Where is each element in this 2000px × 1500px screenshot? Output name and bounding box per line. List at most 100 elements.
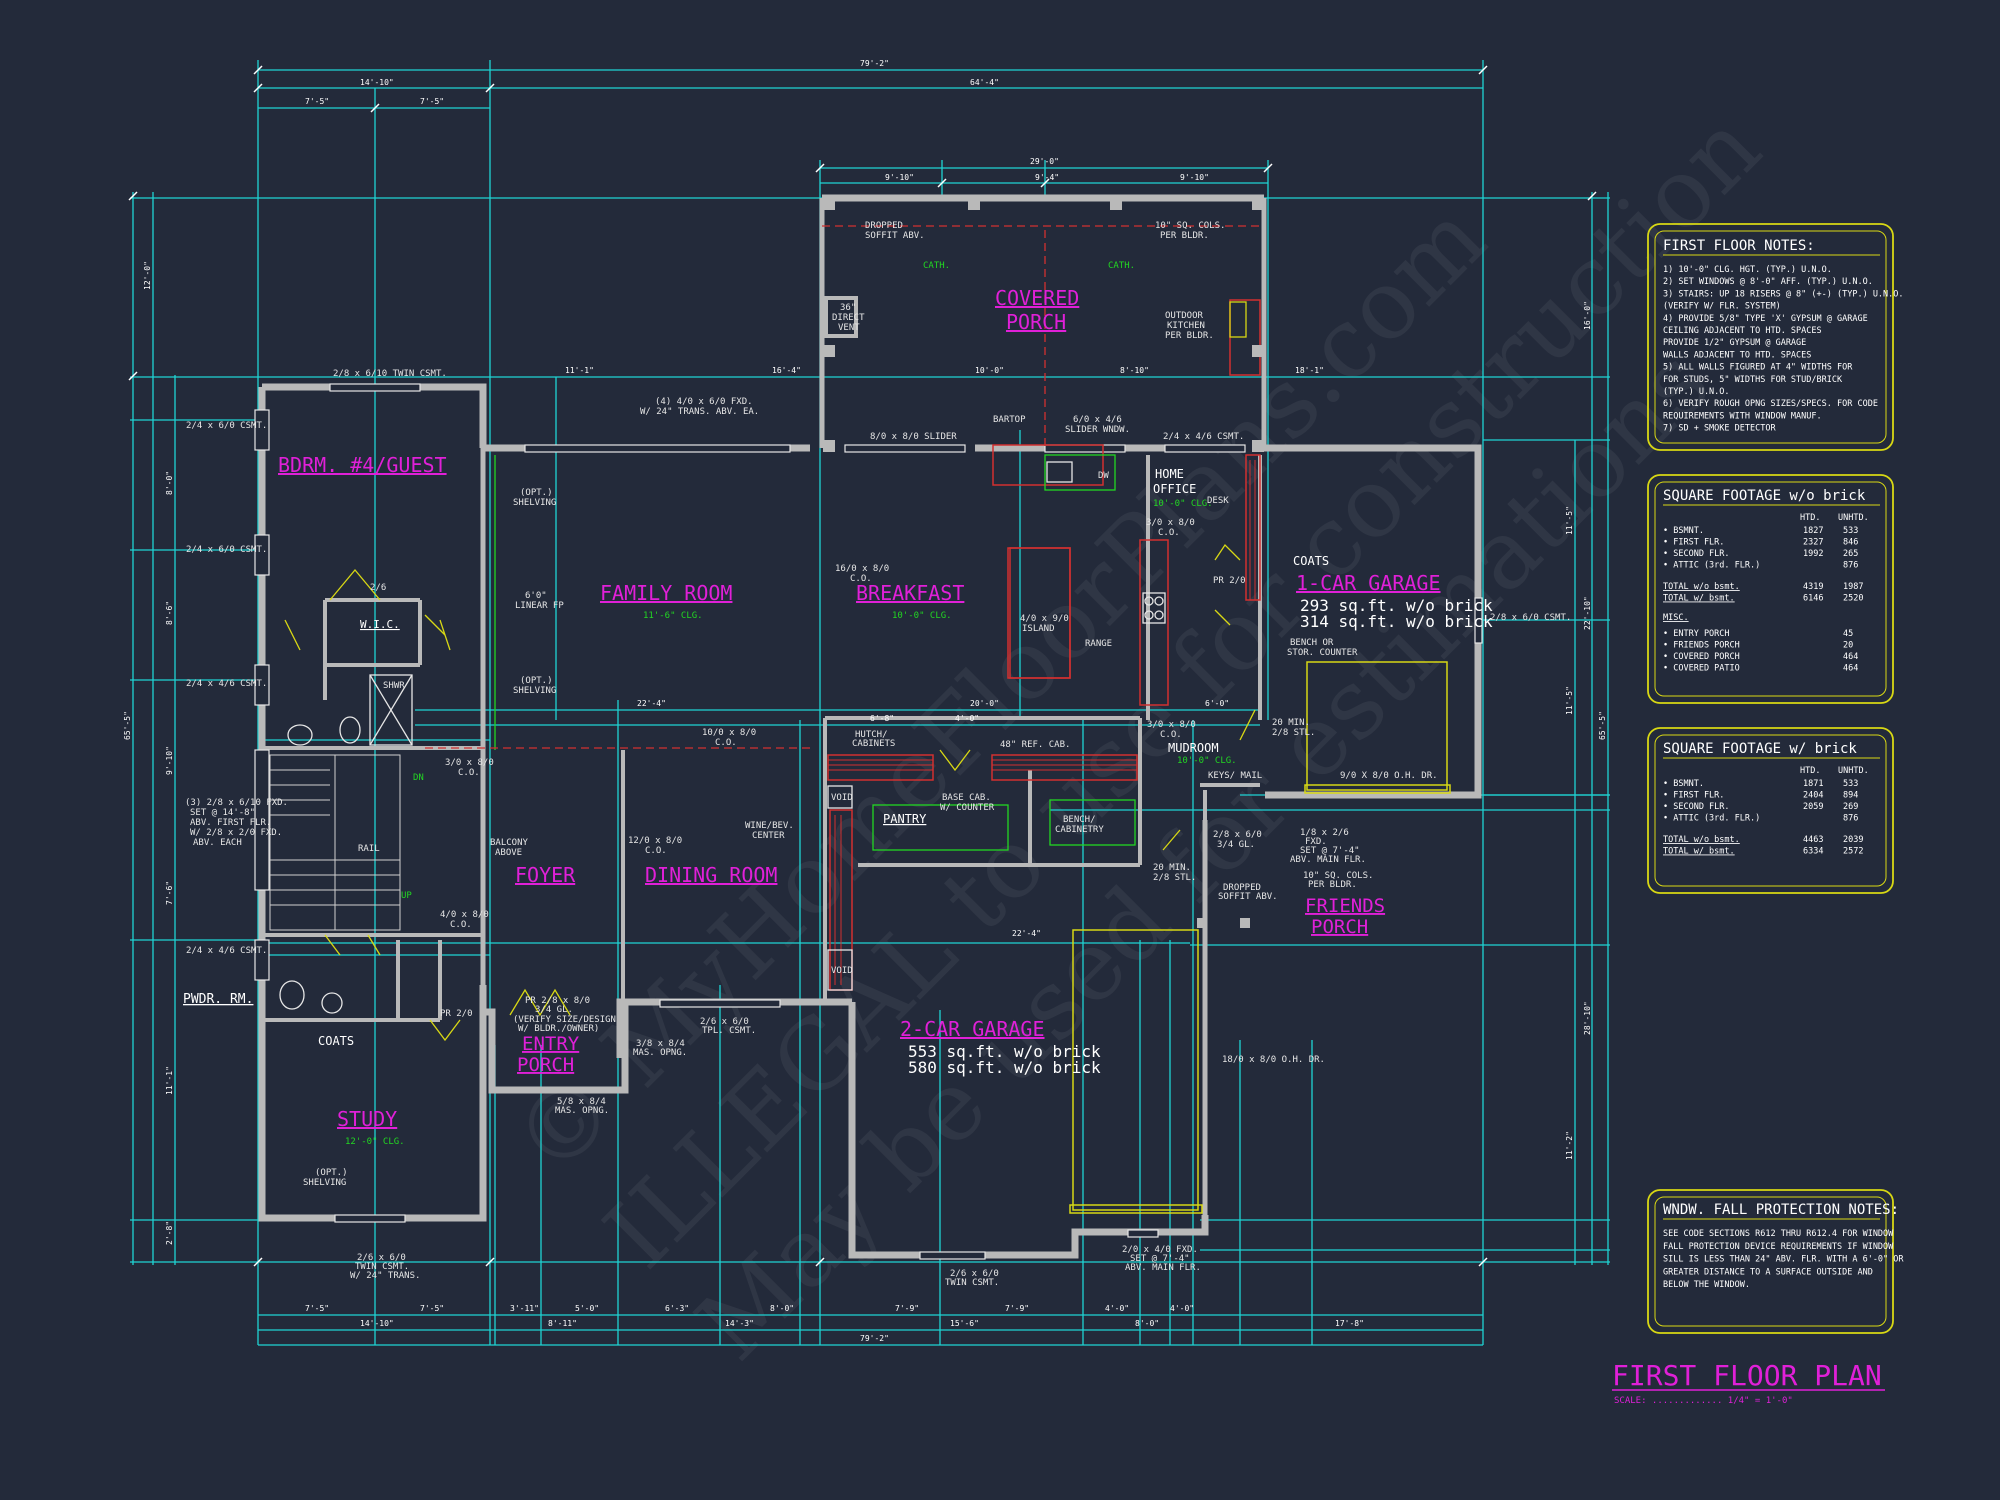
sqft-row-label: • SECOND FLR.: [1663, 802, 1730, 812]
door-swings: [284, 543, 1256, 1042]
svg-text:ABV. FIRST FLR.: ABV. FIRST FLR.: [190, 818, 271, 828]
room-dining: DINING ROOM: [645, 863, 777, 887]
svg-text:2'-8": 2'-8": [165, 1221, 174, 1245]
svg-text:DROPPED: DROPPED: [865, 221, 903, 231]
svg-text:2/8 STL.: 2/8 STL.: [1272, 728, 1315, 738]
svg-text:2/8 x 6/0 CSMT.: 2/8 x 6/0 CSMT.: [1490, 613, 1571, 623]
svg-text:(OPT.): (OPT.): [315, 1168, 348, 1178]
svg-text:HTD.: HTD.: [1800, 766, 1820, 776]
svg-text:PR 2/8 x 8/0: PR 2/8 x 8/0: [525, 996, 590, 1006]
note-line: PROVIDE 1/2" GYPSUM @ GARAGE: [1663, 338, 1806, 348]
note-line: CEILING ADJACENT TO HTD. SPACES: [1663, 326, 1822, 336]
sqft-row-label: • FIRST FLR.: [1663, 791, 1724, 801]
sqft-row-label: • ATTIC (3rd. FLR.): [1663, 561, 1760, 571]
svg-text:KITCHEN: KITCHEN: [1167, 321, 1205, 331]
svg-text:6/0 x 4/6: 6/0 x 4/6: [1073, 415, 1122, 425]
room-covered-porch-2: PORCH: [1006, 310, 1066, 334]
svg-text:(4) 4/0 x 6/0 FXD.: (4) 4/0 x 6/0 FXD.: [655, 397, 753, 407]
svg-text:2/6 x 6/0: 2/6 x 6/0: [950, 1269, 999, 1279]
svg-text:HOME: HOME: [1155, 467, 1184, 481]
svg-text:1/8 x 2/6: 1/8 x 2/6: [1300, 828, 1349, 838]
svg-text:SLIDER WNDW.: SLIDER WNDW.: [1065, 425, 1130, 435]
svg-text:PORCH: PORCH: [1311, 916, 1368, 938]
svg-text:BENCH/: BENCH/: [1063, 815, 1096, 825]
svg-text:293 sq.ft. w/o brick: 293 sq.ft. w/o brick: [1300, 596, 1493, 615]
svg-text:11'-5": 11'-5": [1565, 506, 1574, 535]
svg-text:20 MIN.: 20 MIN.: [1153, 863, 1191, 873]
svg-text:6'0": 6'0": [525, 591, 547, 601]
svg-text:DROPPED: DROPPED: [1223, 883, 1261, 893]
note-line: REQUIREMENTS WITH WINDOW MANUF.: [1663, 411, 1822, 421]
svg-text:3/0 x 8/0: 3/0 x 8/0: [1147, 720, 1196, 730]
svg-text:VENT: VENT: [838, 323, 860, 333]
svg-text:PANTRY: PANTRY: [883, 812, 927, 826]
sqft-total-htd: 6334: [1803, 847, 1823, 857]
svg-text:OUTDOOR: OUTDOOR: [1165, 311, 1204, 321]
sqft-total-unhtd: 2572: [1843, 847, 1863, 857]
svg-text:C.O.: C.O.: [645, 846, 667, 856]
svg-text:6'-0": 6'-0": [1205, 699, 1229, 708]
breakfast-clg: 10'-0" CLG.: [892, 611, 952, 621]
svg-text:DESK: DESK: [1207, 496, 1229, 506]
svg-text:8'-0": 8'-0": [1135, 1319, 1159, 1328]
svg-text:W.I.C.: W.I.C.: [360, 618, 400, 631]
svg-text:9'-10": 9'-10": [1180, 173, 1209, 182]
svg-text:16'-0": 16'-0": [1583, 301, 1592, 330]
svg-text:4'-0": 4'-0": [955, 714, 979, 723]
svg-text:15'-6": 15'-6": [950, 1319, 979, 1328]
void-box-a: [827, 785, 853, 809]
svg-text:FXD.: FXD.: [1305, 837, 1327, 847]
svg-text:28'-10": 28'-10": [1583, 1001, 1592, 1035]
sqft-row-unhtd: 265: [1843, 549, 1858, 559]
svg-text:6'-8": 6'-8": [870, 714, 894, 723]
svg-text:8/0 x 8/0 SLIDER: 8/0 x 8/0 SLIDER: [870, 432, 957, 442]
svg-text:16'-4": 16'-4": [772, 366, 801, 375]
svg-text:580 sq.ft. w/o brick: 580 sq.ft. w/o brick: [908, 1058, 1101, 1077]
room-bdrm4: BDRM. #4/GUEST: [278, 453, 447, 477]
room-study: STUDY: [337, 1107, 397, 1131]
svg-text:HUTCH/: HUTCH/: [855, 730, 888, 740]
svg-text:3/8 x 8/4: 3/8 x 8/4: [636, 1039, 685, 1049]
svg-text:LINEAR FP: LINEAR FP: [515, 601, 564, 611]
svg-text:BALCONY: BALCONY: [490, 838, 529, 848]
svg-text:4/0 x 8/0: 4/0 x 8/0: [440, 910, 489, 920]
cabinet-hatching: [828, 460, 1256, 985]
svg-text:9'-4": 9'-4": [1035, 173, 1059, 182]
svg-text:DIRECT: DIRECT: [832, 313, 865, 323]
sqft-row-label: • BSMNT.: [1663, 779, 1704, 789]
svg-text:W/ BLDR./OWNER): W/ BLDR./OWNER): [518, 1024, 599, 1034]
svg-text:C.O.: C.O.: [1158, 528, 1180, 538]
svg-text:11'-2": 11'-2": [1565, 1131, 1574, 1160]
svg-text:C.O.: C.O.: [850, 574, 872, 584]
svg-text:DN: DN: [413, 773, 424, 783]
svg-text:7'-5": 7'-5": [420, 1304, 444, 1313]
sqft-misc-title: MISC.: [1663, 613, 1689, 623]
watermark: © MyHomeFloorPlans.com ILLEGAL to use fo…: [492, 91, 1782, 1381]
svg-text:COATS: COATS: [318, 1034, 354, 1048]
svg-text:2/6 x 6/0: 2/6 x 6/0: [700, 1017, 749, 1027]
svg-text:OFFICE: OFFICE: [1153, 482, 1196, 496]
sqft-total-label: TOTAL w/ bsmt.: [1663, 847, 1735, 857]
svg-text:KEYS/ MAIL: KEYS/ MAIL: [1208, 771, 1262, 781]
svg-text:PER BLDR.: PER BLDR.: [1308, 880, 1357, 890]
svg-text:FIRST FLOOR NOTES:: FIRST FLOOR NOTES:: [1663, 238, 1815, 254]
sqft-misc-value: 464: [1843, 652, 1858, 662]
svg-text:7'-9": 7'-9": [1005, 1304, 1029, 1313]
svg-text:5'-0": 5'-0": [575, 1304, 599, 1313]
svg-text:9'-10": 9'-10": [165, 746, 174, 775]
svg-text:CENTER: CENTER: [752, 831, 785, 841]
svg-text:SHWR: SHWR: [383, 681, 405, 691]
svg-text:17'-8": 17'-8": [1335, 1319, 1364, 1328]
first-floor-notes-panel: FIRST FLOOR NOTES: 1) 10'-0" CLG. HGT. (…: [1647, 223, 1904, 451]
svg-text:SOFFIT ABV.: SOFFIT ABV.: [1218, 892, 1278, 902]
svg-text:3/4 GL.: 3/4 GL.: [535, 1005, 573, 1015]
garage-doors: [1069, 661, 1451, 1214]
svg-text:18/0 x 8/0 O.H. DR.: 18/0 x 8/0 O.H. DR.: [1222, 1055, 1325, 1065]
sqft-misc-value: 464: [1843, 664, 1858, 674]
svg-text:RANGE: RANGE: [1085, 639, 1112, 649]
svg-text:8'-6": 8'-6": [165, 601, 174, 625]
svg-text:8'-11": 8'-11": [548, 1319, 577, 1328]
svg-text:10'-0" CLG.: 10'-0" CLG.: [1153, 499, 1213, 509]
note-line: 2) SET WINDOWS @ 8'-0" AFF. (TYP.) U.N.O…: [1663, 277, 1873, 287]
svg-text:7'-9": 7'-9": [895, 1304, 919, 1313]
